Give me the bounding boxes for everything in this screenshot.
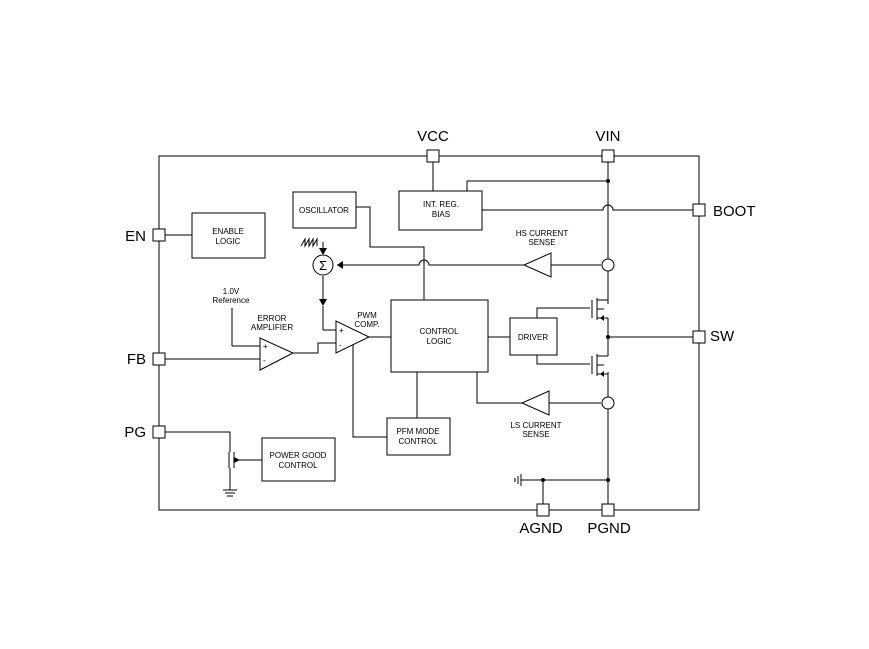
pin-label-sw: SW [710, 328, 735, 345]
arrowheads [319, 248, 343, 306]
pin-label-en: EN [125, 228, 146, 245]
pin-pgnd [601, 503, 615, 517]
pin-vin [601, 149, 615, 163]
int-reg-label-2: BIAS [432, 210, 450, 219]
oscillator-block: OSCILLATOR [292, 191, 357, 229]
pin-label-vin: VIN [595, 128, 620, 145]
hs-current-sense-amp [522, 252, 615, 278]
power-good-transistor-icon [228, 452, 240, 468]
reference-label-2: Reference [213, 296, 250, 305]
power-good-control-block: POWER GOOD CONTROL [261, 437, 336, 482]
pin-label-pgnd: PGND [587, 520, 631, 537]
enable-logic-block: ENABLE LOGIC [191, 212, 266, 259]
ls-sense-label-2: SENSE [522, 430, 549, 439]
control-logic-label-2: LOGIC [427, 337, 452, 346]
pfm-label-2: CONTROL [398, 437, 438, 446]
pin-vcc [426, 149, 440, 163]
control-logic-block: CONTROL LOGIC [390, 299, 489, 373]
agnd-ground-icon [514, 474, 522, 486]
reference-label-1: 1.0V [223, 287, 240, 296]
pfm-mode-control-block: PFM MODE CONTROL [386, 417, 451, 456]
pwm-comp-plus: + [339, 326, 344, 335]
pin-label-fb: FB [127, 351, 146, 368]
pin-label-pg: PG [124, 424, 146, 441]
error-amp-label-2: AMPLIFIER [251, 323, 293, 332]
pin-label-vcc: VCC [417, 128, 449, 145]
summing-symbol: Σ [319, 258, 327, 273]
oscillator-label: OSCILLATOR [299, 206, 349, 215]
driver-block: DRIVER [509, 317, 558, 356]
power-good-label-2: CONTROL [278, 461, 318, 470]
enable-logic-label-1: ENABLE [212, 227, 244, 236]
pin-fb [152, 352, 166, 366]
pin-boot [692, 203, 706, 217]
sawtooth-icon [300, 237, 318, 248]
power-good-label-1: POWER GOOD [270, 451, 327, 460]
pwm-comp-label-2: COMP. [354, 320, 379, 329]
pwm-comp-label-1: PWM [357, 311, 377, 320]
pwm-comparator-symbol: + - [335, 320, 371, 354]
error-amp-plus: + [263, 342, 268, 351]
enable-logic-label-2: LOGIC [216, 237, 241, 246]
high-side-mosfet-icon [591, 298, 609, 337]
driver-label: DRIVER [518, 333, 548, 342]
error-amp-label-1: ERROR [258, 314, 287, 323]
pfm-label-1: PFM MODE [396, 427, 439, 436]
error-amp-minus: - [263, 356, 266, 365]
hs-sense-label-2: SENSE [528, 238, 555, 247]
control-logic-label-1: CONTROL [419, 327, 459, 336]
summing-node: Σ [312, 254, 334, 276]
pin-agnd [536, 503, 550, 517]
ls-sense-label-1: LS CURRENT [510, 421, 561, 430]
pin-label-boot: BOOT [713, 203, 756, 220]
int-reg-bias-block: INT. REG. BIAS [398, 190, 483, 231]
pin-en [152, 228, 166, 242]
pin-label-agnd: AGND [519, 520, 563, 537]
int-reg-label-1: INT. REG. [423, 200, 459, 209]
low-side-mosfet-icon [591, 337, 609, 377]
pin-sw [692, 330, 706, 344]
junction-dots [541, 179, 610, 482]
pin-pg [152, 425, 166, 439]
pwm-comp-minus: - [339, 341, 342, 350]
error-amplifier-symbol: + - [259, 337, 295, 371]
ls-current-sense-amp [520, 390, 615, 416]
ground-icon [223, 489, 237, 497]
hs-sense-label-1: HS CURRENT [516, 229, 569, 238]
